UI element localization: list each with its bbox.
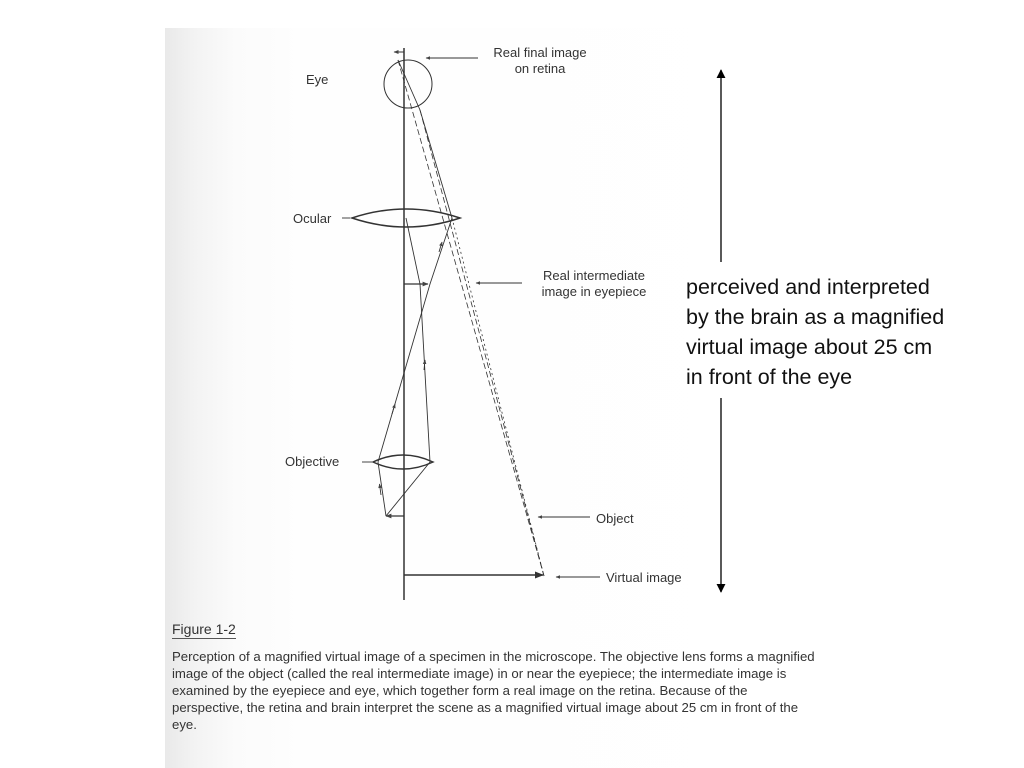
ray-arrow-2 [391,403,396,415]
ocular-lens [349,208,463,228]
ray-solid [377,59,453,517]
eye-circle [383,59,433,109]
virtual-image-label: Virtual image [606,570,682,585]
figure-caption: Perception of a magnified virtual image … [172,649,815,732]
ray-solid-2 [385,217,431,517]
scanned-page [165,28,825,768]
real-final-image-label: Real final image on retina [480,45,600,77]
real-intermediate-line1: Real intermediate [543,268,645,283]
annotation-line-4: in front of the eye [686,365,853,389]
ray-arrow-3 [438,241,443,253]
object-label: Object [596,511,634,526]
ray-arrow-1 [378,483,382,496]
real-intermediate-line2: image in eyepiece [541,284,647,299]
real-final-image-line1: Real final image [493,45,587,60]
real-intermediate-label: Real intermediate image in eyepiece [528,268,660,300]
annotation-line-1: perceived and interpreted [686,275,930,299]
figure-title: Figure 1-2 [172,621,236,639]
annotation-line-3: virtual image about 25 cm [686,335,933,359]
ocular-label: Ocular [293,211,332,226]
ray-dashed-3 [451,217,545,577]
objective-lens [371,454,435,470]
ray-dashed-1 [397,59,545,577]
annotation-text: perceived and interpreted by the brain a… [686,272,945,392]
ray-arrow-4 [422,359,427,371]
objective-label: Objective [285,454,340,469]
real-final-image-line2: on retina [514,61,566,76]
annotation-line-2: by the brain as a magnified [686,305,945,329]
ray-dashed-2 [419,109,545,577]
eye-label: Eye [306,72,329,87]
